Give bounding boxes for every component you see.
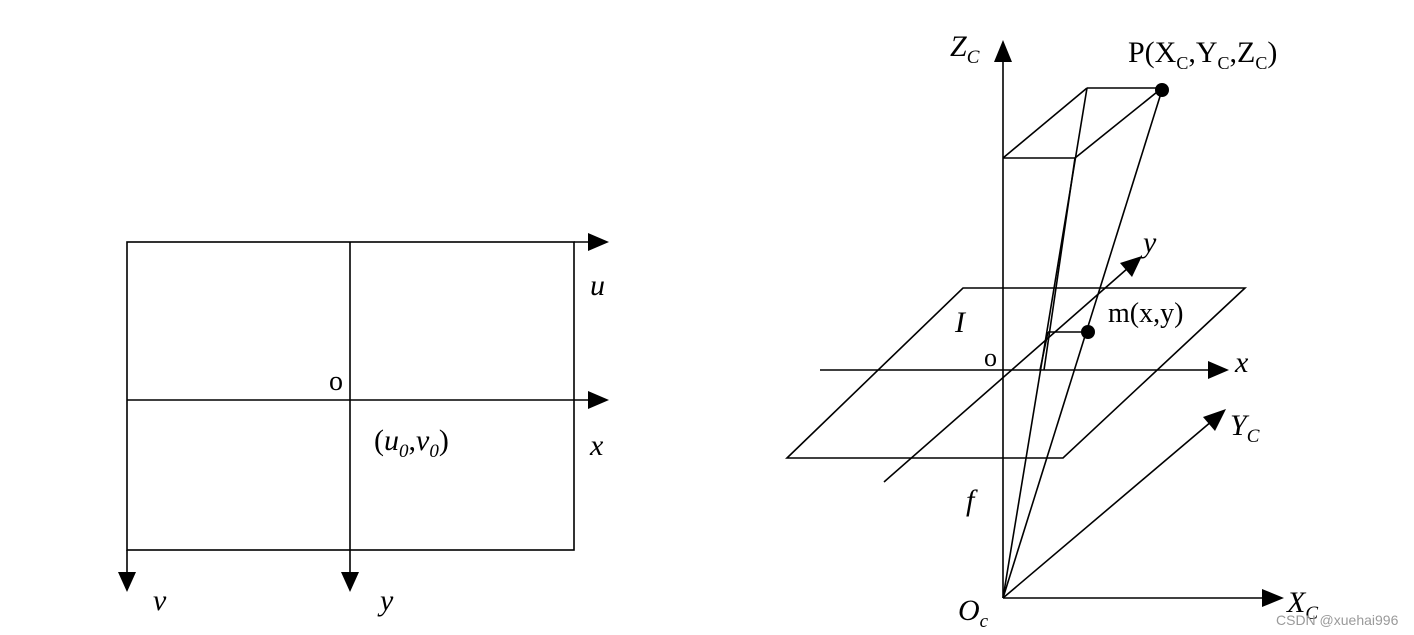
origin-label: o bbox=[329, 366, 343, 397]
world-point-label: P(XC,YC,ZC) bbox=[1128, 36, 1277, 73]
u-axis-label: u bbox=[590, 269, 605, 302]
image-point-dot-icon bbox=[1081, 325, 1095, 339]
image-plane bbox=[785, 287, 1248, 459]
pixel-axis-arrowheads bbox=[118, 233, 609, 592]
yc-axis-line bbox=[1002, 420, 1213, 599]
principal-point-label: (u0,v0) bbox=[374, 424, 449, 462]
u-arrow-icon bbox=[588, 233, 609, 251]
xc-arrow-icon bbox=[1262, 589, 1284, 607]
image-y-axis-label: y bbox=[1140, 226, 1157, 259]
zc-axis-label: ZC bbox=[950, 30, 980, 68]
yc-arrow-icon bbox=[1203, 409, 1226, 431]
m-projection-v bbox=[1039, 331, 1049, 371]
image-x-axis-label: x bbox=[1234, 346, 1249, 379]
world-point-dot-icon bbox=[1155, 83, 1169, 97]
y-axis-label: y bbox=[377, 584, 394, 617]
pixel-coordinate-diagram bbox=[126, 241, 592, 575]
focal-length-label: f bbox=[966, 484, 978, 517]
camera-axis-arrowheads bbox=[994, 40, 1284, 607]
projection-ray bbox=[1002, 89, 1163, 599]
x-arrow-icon bbox=[588, 391, 609, 409]
box-edge-left bbox=[1002, 87, 1088, 159]
v-axis-label: v bbox=[153, 584, 167, 617]
yc-axis-label: YC bbox=[1230, 409, 1260, 447]
box-edge-right bbox=[1074, 87, 1163, 159]
xc-axis-label: XC bbox=[1286, 586, 1318, 624]
v-arrow-icon bbox=[118, 572, 136, 592]
zc-arrow-icon bbox=[994, 40, 1012, 62]
image-y-axis-line bbox=[883, 267, 1129, 483]
camera-frame-diagram bbox=[785, 58, 1268, 599]
x-axis-label: x bbox=[589, 429, 604, 462]
image-plane-label: I bbox=[954, 306, 967, 339]
image-x-arrow-icon bbox=[1208, 361, 1229, 379]
y-arrow-icon bbox=[341, 572, 359, 592]
image-point-label: m(x,y) bbox=[1108, 298, 1183, 329]
image-y-arrow-icon bbox=[1120, 256, 1142, 277]
image-origin-label: o bbox=[984, 343, 997, 372]
oc-origin-label: Oc bbox=[958, 594, 989, 632]
watermark: CSDN @xuehai996 bbox=[1276, 612, 1399, 628]
